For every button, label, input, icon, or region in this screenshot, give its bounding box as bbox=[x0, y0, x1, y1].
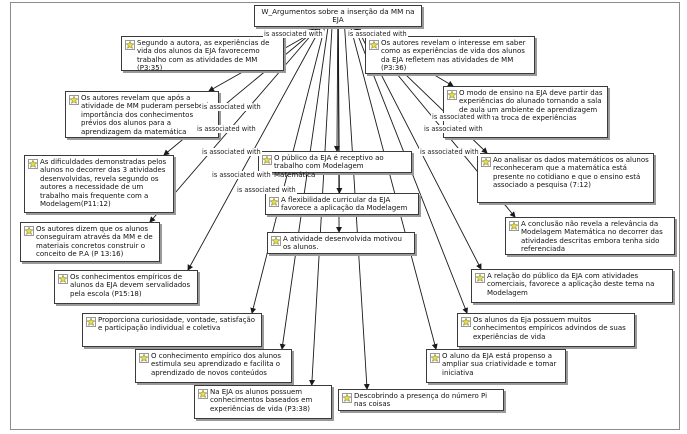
quotation-text: A conclusão não revela a relevância da M… bbox=[521, 220, 663, 254]
quotation-node[interactable]: Descobrindo a presença do número Pi nas … bbox=[338, 389, 504, 411]
quotation-node[interactable]: A relação do público da EJA com atividad… bbox=[471, 269, 673, 303]
quotation-star-icon bbox=[342, 393, 352, 403]
quotation-node[interactable]: O público da EJA é receptivo ao trabalho… bbox=[258, 151, 412, 179]
quotation-text: O público da EJA é receptivo ao trabalho… bbox=[274, 154, 384, 179]
quotation-star-icon bbox=[271, 236, 281, 246]
relation-label: is associated with bbox=[423, 125, 484, 133]
quotation-node[interactable]: As dificuldades demonstradas pelos aluno… bbox=[24, 155, 174, 213]
quotation-node[interactable]: Proporciona curiosidade, vontade, satisf… bbox=[82, 313, 262, 347]
quotation-node[interactable]: A flexibilidade curricular da EJA favore… bbox=[265, 193, 419, 215]
relation-label: is associated with bbox=[263, 30, 324, 38]
relation-link bbox=[333, 26, 340, 152]
quotation-star-icon bbox=[24, 226, 34, 236]
quotation-node[interactable]: Ao analisar os dados matemáticos os alun… bbox=[477, 153, 654, 203]
quotation-star-icon bbox=[475, 273, 485, 283]
quotation-text: Proporciona curiosidade, vontade, satisf… bbox=[98, 316, 256, 333]
quotation-star-icon bbox=[262, 155, 272, 165]
relation-link bbox=[279, 26, 329, 350]
relation-label: is associated with bbox=[236, 186, 297, 194]
quotation-text: Os autores revelam que após a atividade … bbox=[81, 94, 211, 136]
quotation-node[interactable]: Os autores revelam que após a atividade … bbox=[65, 91, 219, 138]
quotation-node[interactable]: A conclusão não revela a relevância da M… bbox=[505, 217, 675, 255]
relation-label: is associated with bbox=[201, 148, 262, 156]
quotation-node[interactable]: A atividade desenvolvida motivou os alun… bbox=[267, 232, 415, 254]
quotation-node[interactable]: O conhecimento empírico dos alunos estim… bbox=[135, 349, 292, 383]
relation-label: is associated with bbox=[211, 171, 272, 179]
quotation-star-icon bbox=[58, 274, 68, 284]
quotation-text: Na EJA os alunos possuem conhecimentos b… bbox=[210, 388, 313, 413]
relation-link bbox=[149, 26, 319, 223]
quotation-node[interactable]: Os autores dizem que os alunos conseguir… bbox=[20, 222, 160, 262]
quotation-text: Os alunos da Eja possuem muitos conhecim… bbox=[473, 316, 626, 341]
quotation-star-icon bbox=[269, 197, 279, 207]
quotation-text: Os autores dizem que os alunos conseguir… bbox=[36, 225, 153, 259]
quotation-node[interactable]: Na EJA os alunos possuem conhecimentos b… bbox=[194, 385, 332, 419]
quotation-star-icon bbox=[461, 317, 471, 327]
root-code-node[interactable]: W_Argumentos sobre a inserção da MM na E… bbox=[254, 5, 422, 27]
quotation-star-icon bbox=[509, 221, 519, 231]
quotation-node[interactable]: O aluno da EJA está propenso a ampliar s… bbox=[426, 349, 566, 383]
quotation-text: Os conhecimentos empíricos de alunos da … bbox=[70, 273, 191, 298]
quotation-star-icon bbox=[447, 90, 457, 100]
quotation-text: A relação do público da EJA com atividad… bbox=[487, 272, 655, 297]
quotation-star-icon bbox=[430, 353, 440, 363]
quotation-star-icon bbox=[481, 157, 491, 167]
quotation-text: Descobrindo a presença do número Pi nas … bbox=[354, 392, 488, 409]
quotation-star-icon bbox=[69, 95, 79, 105]
root-code-label: W_Argumentos sobre a inserção da MM na E… bbox=[261, 7, 415, 25]
quotation-text: Os autores revelam o interesse em saber … bbox=[381, 39, 526, 73]
quotation-star-icon bbox=[198, 389, 208, 399]
relation-label: is associated with bbox=[419, 148, 480, 156]
quotation-text: O conhecimento empírico dos alunos estim… bbox=[151, 352, 281, 377]
quotation-text: Segundo a autora, as experiências de vid… bbox=[137, 39, 270, 73]
quotation-star-icon bbox=[139, 353, 149, 363]
quotation-text: A atividade desenvolvida motivou os alun… bbox=[283, 235, 402, 252]
quotation-node[interactable]: Os alunos da Eja possuem muitos conhecim… bbox=[457, 313, 635, 347]
relation-label: is associated with bbox=[201, 103, 262, 111]
relation-links-layer bbox=[149, 26, 516, 390]
network-view-canvas: W_Argumentos sobre a inserção da MM na E… bbox=[10, 2, 680, 430]
quotation-text: As dificuldades demonstradas pelos aluno… bbox=[40, 158, 167, 209]
quotation-star-icon bbox=[86, 317, 96, 327]
quotation-text: O modo de ensino na EJA deve partir das … bbox=[459, 89, 603, 123]
quotation-star-icon bbox=[369, 40, 379, 50]
quotation-text: A flexibilidade curricular da EJA favore… bbox=[281, 196, 408, 213]
quotation-text: O aluno da EJA está propenso a ampliar s… bbox=[442, 352, 557, 377]
relation-label: is associated with bbox=[431, 113, 492, 121]
quotation-text: Ao analisar os dados matemáticos os alun… bbox=[493, 156, 649, 190]
relation-link bbox=[350, 26, 438, 350]
quotation-node[interactable]: Segundo a autora, as experiências de vid… bbox=[121, 36, 284, 73]
quotation-star-icon bbox=[28, 159, 38, 169]
relation-label: is associated with bbox=[196, 125, 257, 133]
quotation-node[interactable]: Os autores revelam o interesse em saber … bbox=[365, 36, 535, 74]
quotation-node[interactable]: Os conhecimentos empíricos de alunos da … bbox=[54, 270, 198, 304]
quotation-star-icon bbox=[125, 40, 135, 50]
relation-label: is associated with bbox=[347, 30, 408, 38]
